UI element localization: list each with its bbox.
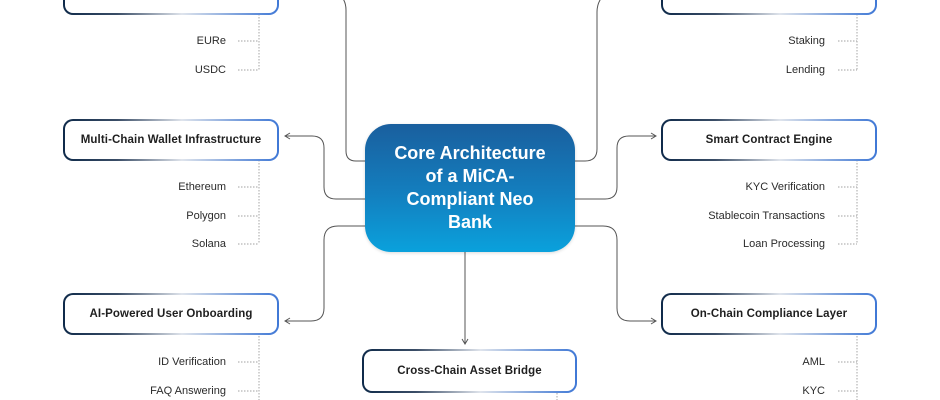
node-top-left[interactable] — [63, 0, 279, 15]
leaf-loan-processing: Loan Processing — [743, 238, 825, 250]
leaf-staking: Staking — [788, 35, 825, 47]
dotted-tree-mid-left — [238, 160, 260, 245]
node-ai-user-onboarding-label: AI-Powered User Onboarding — [65, 295, 277, 333]
center-node[interactable]: Core Architecture of a MiCA-Compliant Ne… — [365, 124, 575, 252]
leaf-lending: Lending — [785, 64, 825, 76]
connector-low-right — [575, 225, 657, 325]
dotted-tree-low-right — [838, 336, 858, 400]
leaf-solana: Solana — [191, 238, 226, 250]
node-cross-chain-bridge[interactable]: Cross-Chain Asset Bridge — [362, 349, 577, 393]
connector-top-right — [575, 0, 601, 162]
node-top-left-label — [65, 0, 277, 13]
node-smart-contract-engine[interactable]: Smart Contract Engine — [661, 119, 877, 161]
leaf-kyc-verification: KYC Verification — [745, 181, 825, 193]
leaf-id-verification: ID Verification — [158, 356, 226, 368]
leaf-ethereum: Ethereum — [178, 181, 226, 193]
connector-top-left — [343, 0, 366, 162]
node-on-chain-compliance-label: On-Chain Compliance Layer — [663, 295, 875, 333]
node-smart-contract-engine-label: Smart Contract Engine — [663, 121, 875, 159]
node-top-right-label — [663, 0, 875, 13]
connector-mid-right — [575, 132, 657, 200]
node-on-chain-compliance[interactable]: On-Chain Compliance Layer — [661, 293, 877, 335]
connector-mid-left — [284, 132, 366, 200]
leaf-kyc: KYC — [802, 385, 825, 397]
node-cross-chain-bridge-label: Cross-Chain Asset Bridge — [364, 351, 575, 391]
node-top-right[interactable] — [661, 0, 877, 15]
dotted-tree-top-left — [238, 14, 260, 71]
node-ai-user-onboarding[interactable]: AI-Powered User Onboarding — [63, 293, 279, 335]
leaf-stablecoin-transactions: Stablecoin Transactions — [708, 210, 825, 222]
leaf-usdc: USDC — [194, 64, 226, 76]
leaf-aml: AML — [802, 356, 825, 368]
dotted-tree-mid-right — [838, 160, 858, 245]
connector-low-left — [284, 225, 366, 325]
leaf-polygon: Polygon — [186, 210, 226, 222]
node-multi-chain-wallet-label: Multi-Chain Wallet Infrastructure — [65, 121, 277, 159]
leaf-faq-answering: FAQ Answering — [150, 385, 226, 397]
leaf-eure: EURe — [196, 35, 226, 47]
dotted-tree-low-left — [238, 336, 260, 400]
dotted-tree-top-right — [838, 14, 858, 71]
node-multi-chain-wallet[interactable]: Multi-Chain Wallet Infrastructure — [63, 119, 279, 161]
center-node-title: Core Architecture of a MiCA-Compliant Ne… — [394, 143, 546, 232]
